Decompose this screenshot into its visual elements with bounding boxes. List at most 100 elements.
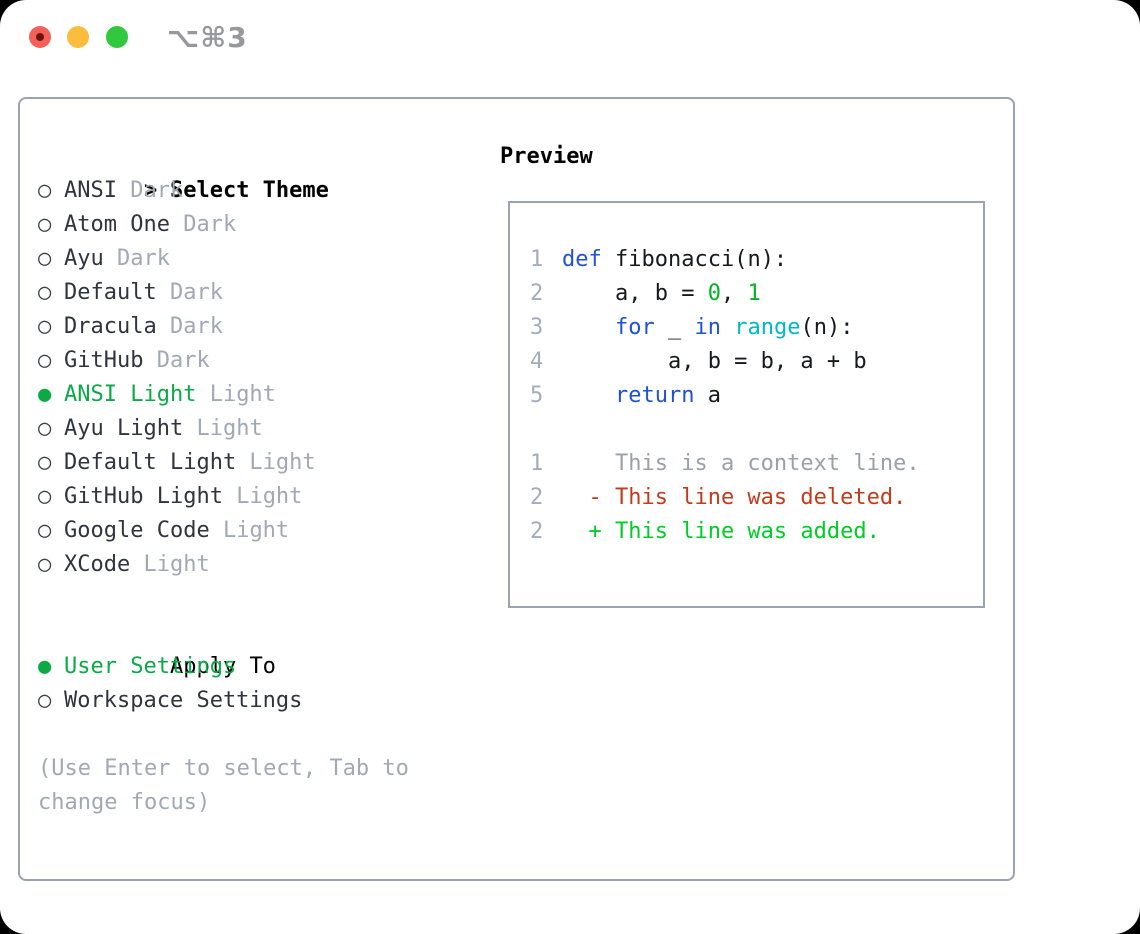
apply-option[interactable]: ○ Workspace Settings [38, 684, 409, 718]
code-line: 2 a, b = 0, 1 [530, 277, 983, 311]
theme-variant: Light [196, 382, 276, 407]
theme-option[interactable]: ○ XCode Light [38, 548, 409, 582]
radio-icon: ○ [38, 212, 52, 237]
code-token: a, b = [562, 281, 708, 306]
theme-variant: Dark [143, 348, 210, 373]
apply-option-label: Workspace Settings [64, 688, 303, 713]
theme-option[interactable]: ○Atom One Dark [38, 208, 409, 242]
code-token: (n): [800, 315, 854, 340]
prompt-cursor-icon: > [143, 178, 158, 203]
theme-name: Ayu Light [64, 416, 184, 441]
line-number: 3 [530, 315, 544, 340]
code-token: for [614, 315, 655, 340]
blank-row [38, 718, 409, 752]
theme-name: Dracula [64, 314, 157, 339]
line-number: 1 [530, 451, 544, 476]
theme-variant: Light [130, 552, 210, 577]
radio-icon: ○ [38, 688, 52, 713]
code-line: 3 for _ in range(n): [530, 311, 983, 345]
theme-option[interactable]: ○Ayu Dark [38, 242, 409, 276]
theme-panel: >Select Theme ○ANSI Dark○Atom One Dark○A… [38, 140, 409, 820]
radio-icon: ○ [38, 552, 52, 577]
theme-list: ○ANSI Dark○Atom One Dark○Ayu Dark○Defaul… [38, 174, 409, 582]
line-number: 5 [530, 383, 544, 408]
line-number: 4 [530, 349, 544, 374]
code-line: 1 def fibonacci(n): [530, 243, 983, 277]
theme-name: Atom One [64, 212, 170, 237]
close-button-dot [36, 33, 44, 41]
close-button[interactable] [29, 26, 51, 48]
theme-option[interactable]: ○ GitHub Light Light [38, 480, 409, 514]
hint-text: (Use Enter to select, Tab to change focu… [38, 752, 409, 820]
code-token: a [694, 383, 721, 408]
theme-option[interactable]: ○Default Dark [38, 276, 409, 310]
select-theme-title: Select Theme [169, 178, 329, 203]
theme-variant: Light [209, 518, 290, 543]
code-token: - This line was deleted. [562, 485, 907, 510]
code-token: 0 [707, 281, 721, 306]
blank-row [38, 582, 409, 616]
theme-variant: Light [222, 484, 303, 509]
radio-icon: ○ [38, 314, 52, 339]
apply-option[interactable]: ●User Settings [38, 650, 409, 684]
line-number: 1 [530, 247, 544, 272]
theme-variant: Light [236, 450, 316, 475]
code-token: _ [654, 315, 695, 340]
hint-line-1: (Use Enter to select, Tab to [38, 756, 409, 781]
radio-icon: ○ [38, 450, 52, 475]
theme-name: GitHub [64, 348, 144, 373]
radio-icon: ○ [38, 518, 52, 543]
radio-icon: ○ [38, 280, 52, 305]
select-theme-header: > Select Theme [38, 140, 409, 203]
code-line: 5 return a [530, 379, 983, 413]
apply-to-header: Apply To [38, 616, 409, 679]
theme-variant: Dark [156, 280, 223, 305]
code-token: + This line was added. [562, 519, 880, 544]
preview-gap [530, 413, 983, 447]
theme-name: Google Code [64, 518, 210, 543]
minimize-button[interactable] [67, 26, 89, 48]
radio-icon: ○ [38, 348, 52, 373]
code-token: return [614, 383, 695, 408]
diff-line: 1 This is a context line. [530, 447, 983, 481]
preview-title: Preview [500, 144, 593, 169]
theme-option[interactable]: ○ Default Light Light [38, 446, 409, 480]
radio-icon: ○ [38, 416, 52, 441]
code-token [562, 383, 615, 408]
theme-name: XCode [64, 552, 131, 577]
app-frame: >Select Theme ○ANSI Dark○Atom One Dark○A… [18, 97, 1015, 881]
theme-option[interactable]: ○ANSI Dark [38, 174, 409, 208]
apply-to-list: ●User Settings ○ Workspace Settings [38, 650, 409, 718]
radio-icon: ○ [38, 178, 52, 203]
radio-icon: ○ [38, 484, 52, 509]
code-token: range [734, 315, 801, 340]
code-token [721, 315, 734, 340]
theme-option[interactable]: ○Ayu Light Light [38, 412, 409, 446]
diff-line: 2 + This line was added. [530, 515, 983, 549]
line-number: 2 [530, 281, 544, 306]
theme-name: Default Light [64, 450, 237, 475]
theme-option[interactable]: ○ Google Code Light [38, 514, 409, 548]
code-token: fibonacci(n): [601, 247, 788, 272]
theme-option[interactable]: ○ Dracula Dark [38, 310, 409, 344]
line-number: 2 [530, 485, 544, 510]
theme-variant: Dark [156, 314, 223, 339]
code-token [562, 315, 615, 340]
apply-to-title: Apply To [169, 654, 276, 679]
theme-name: ANSI Light [64, 382, 197, 407]
theme-name: ANSI [64, 178, 117, 203]
zoom-button[interactable] [106, 26, 128, 48]
radio-icon: ● [38, 382, 52, 407]
window-shortcut-label: ⌥⌘3 [167, 21, 248, 54]
theme-option[interactable]: ● ANSI Light Light [38, 378, 409, 412]
code-token: 1 [747, 281, 761, 306]
theme-name: GitHub Light [64, 484, 223, 509]
theme-variant: Dark [103, 246, 170, 271]
code-token: def [562, 247, 602, 272]
theme-option[interactable]: ○ GitHub Dark [38, 344, 409, 378]
line-number: 2 [530, 519, 544, 544]
radio-icon: ○ [38, 246, 52, 271]
